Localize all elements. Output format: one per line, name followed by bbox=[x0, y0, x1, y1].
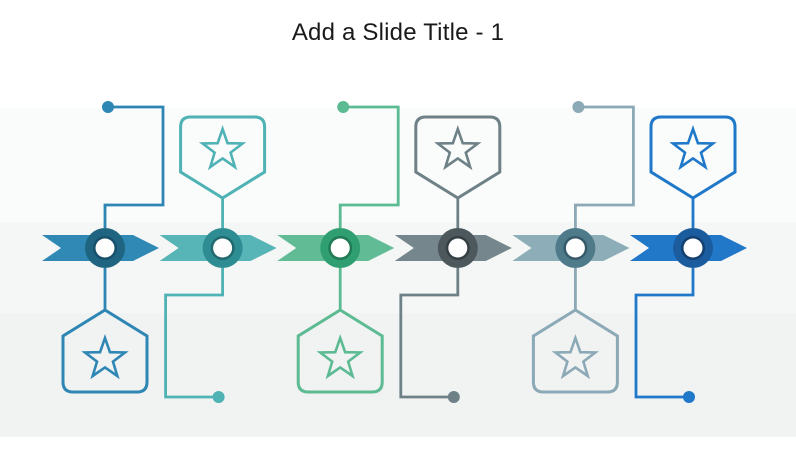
connector-dot bbox=[447, 391, 460, 403]
star-badge bbox=[531, 308, 619, 394]
milestone-center bbox=[330, 238, 350, 258]
connector-line bbox=[634, 268, 695, 399]
connector-dot bbox=[212, 391, 225, 403]
milestone-center bbox=[448, 238, 468, 258]
connector-line bbox=[103, 105, 165, 228]
timeline-step-3 bbox=[277, 101, 400, 394]
connector-dot bbox=[572, 101, 585, 113]
slide-title: Add a Slide Title - 1 bbox=[291, 19, 505, 46]
connector-dot bbox=[337, 101, 350, 113]
milestone-center bbox=[95, 238, 115, 258]
star-icon bbox=[81, 334, 129, 380]
star-badge bbox=[61, 308, 149, 394]
timeline-step-4 bbox=[394, 115, 512, 403]
star-badge bbox=[296, 308, 384, 394]
timeline-step-1 bbox=[42, 101, 165, 394]
star-icon bbox=[434, 125, 482, 171]
connector-line bbox=[399, 268, 460, 399]
connector-line bbox=[164, 268, 225, 399]
star-badge bbox=[179, 115, 267, 200]
timeline-step-6 bbox=[630, 115, 747, 403]
connector-line bbox=[338, 105, 400, 228]
star-icon bbox=[316, 334, 364, 380]
star-icon bbox=[198, 125, 247, 171]
connector-dot bbox=[683, 391, 695, 403]
star-badge bbox=[649, 115, 737, 200]
connector-dot bbox=[102, 101, 114, 113]
milestone-center bbox=[213, 238, 233, 258]
timeline-step-2 bbox=[159, 115, 277, 403]
connector-line bbox=[574, 105, 635, 228]
star-icon bbox=[669, 125, 717, 171]
milestone-center bbox=[683, 238, 703, 258]
timeline-step-5 bbox=[512, 101, 635, 394]
star-icon bbox=[551, 334, 600, 380]
star-badge bbox=[414, 115, 502, 200]
milestone-center bbox=[565, 238, 585, 258]
